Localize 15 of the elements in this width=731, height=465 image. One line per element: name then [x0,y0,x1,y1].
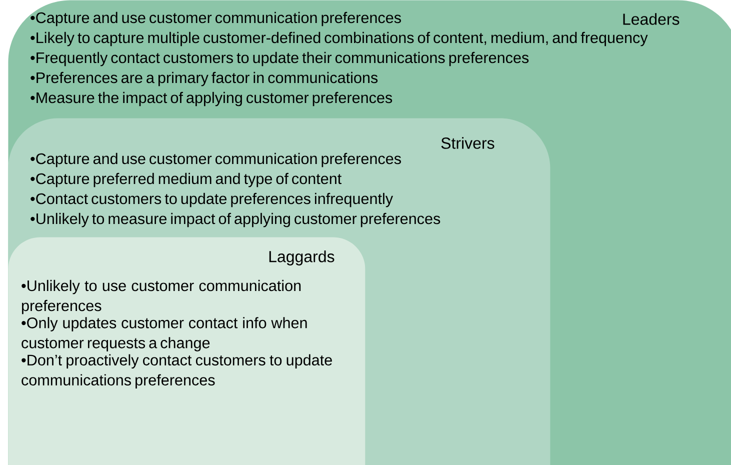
bullet-item: •Capture and use customer communication preferences [30,12,401,26]
group-heading: Laggards [269,250,334,266]
group-heading: Leaders [623,13,680,25]
bullet-item: •Capture and use customer communication preferences [30,152,401,168]
bullet-item: •Preferences are a primary factor in communications [30,72,378,86]
bullet-item: •Unlikely to measure impact of applying customer preferences [30,212,440,228]
bullet-item: •Only updates customer contact info when customer requests a change [22,317,307,352]
bullet-item: •Contact customers to update preferences infrequently [30,192,394,208]
bullet-item: •Likely to capture multiple customer-defined combinations of content, medium, and frequency [30,32,648,46]
bullet-item: •Frequently contact customers to update their communications preferences [30,52,529,66]
bullet-item: •Capture preferred medium and type of content [30,172,342,188]
group-heading: Strivers [441,137,494,149]
bullet-item: •Unlikely to use customer communication preferences [22,280,301,314]
bullet-item: •Measure the impact of applying customer preferences [30,92,392,106]
bullet-item: •Don’t proactively contact customers to update communications preferences [22,354,332,389]
